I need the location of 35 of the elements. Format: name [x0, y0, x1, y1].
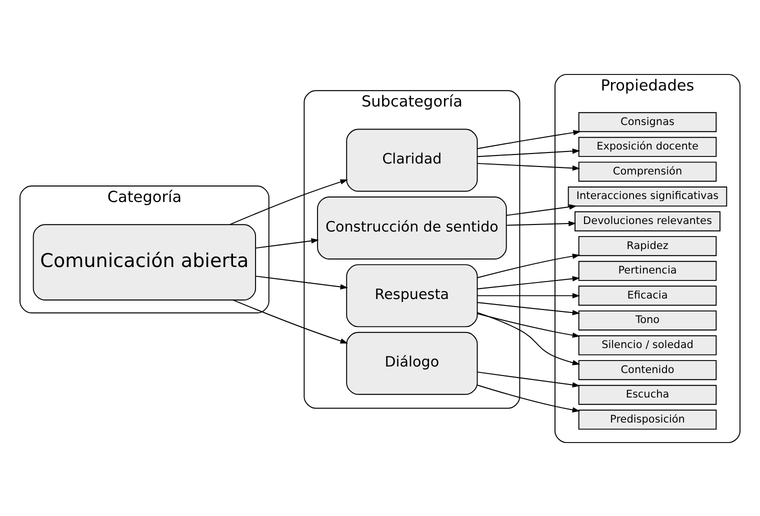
node-box: Devoluciones relevantes — [574, 210, 720, 231]
node-box: Consignas — [578, 112, 717, 132]
node-box: Respuesta — [346, 264, 478, 327]
node-box: Comunicación abierta — [32, 224, 256, 300]
arrow — [232, 299, 348, 344]
node-box: Comprensión — [578, 161, 717, 182]
node-box: Pertinencia — [578, 260, 717, 280]
node-box: Escucha — [578, 384, 717, 404]
node-box: Eficacia — [578, 285, 717, 306]
arrow — [476, 276, 580, 289]
arrow — [506, 220, 576, 226]
node-box: Claridad — [346, 128, 478, 192]
node-box: Rapidez — [578, 236, 717, 256]
arrow — [476, 384, 580, 412]
arrow — [476, 253, 580, 278]
arrow — [230, 178, 348, 224]
arrow — [476, 162, 580, 170]
node-box: Exposición docente — [578, 136, 717, 156]
node-box: Predisposición — [578, 409, 717, 430]
arrow — [476, 302, 580, 315]
arrow — [255, 238, 319, 248]
node-box: Construcción de sentido — [317, 196, 507, 259]
arrow — [476, 312, 580, 338]
node-box: Silencio / soledad — [578, 334, 717, 355]
node-box: Diálogo — [346, 331, 478, 394]
arrow — [476, 371, 580, 388]
arrow — [506, 204, 577, 216]
arrow — [476, 292, 580, 298]
node-box: Contenido — [578, 360, 717, 380]
arrow — [476, 312, 580, 365]
arrow — [255, 275, 348, 289]
arrow — [476, 148, 580, 157]
node-box: Interacciones significativas — [568, 186, 728, 206]
arrow — [477, 129, 581, 149]
node-box: Tono — [578, 310, 717, 330]
